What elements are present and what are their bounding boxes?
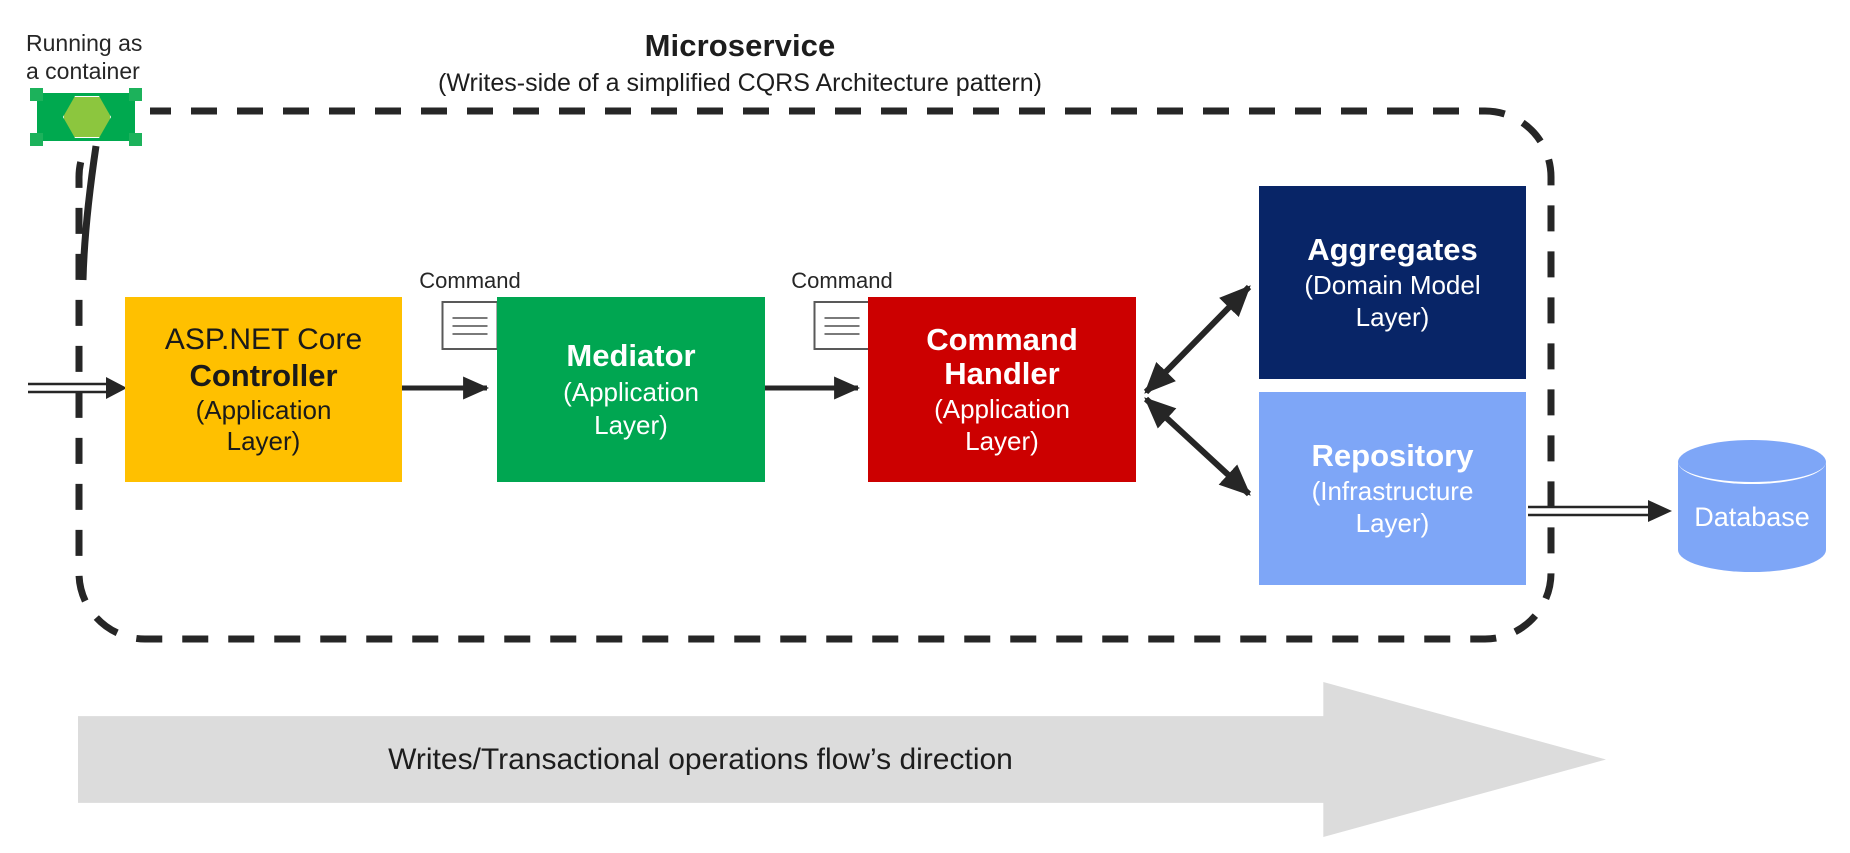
- command-label-1: Command: [419, 268, 521, 293]
- repository-line-1: Repository: [1311, 438, 1474, 474]
- container-icon-handle-top-right: [129, 88, 142, 101]
- aggregates-line-3: Layer): [1355, 301, 1430, 332]
- repository-line-2: (Infrastructure: [1311, 475, 1474, 506]
- command-document-icon: [441, 301, 499, 350]
- mediator-line-2: (Application: [563, 376, 699, 407]
- handler-line-2: Handler: [944, 356, 1060, 392]
- container-leader-line: [79, 145, 100, 281]
- database-cylinder-top: [1678, 440, 1826, 484]
- flow-direction-label: Writes/Transactional operations flow’s d…: [388, 742, 1013, 776]
- inbound-request-arrow: [28, 377, 127, 399]
- flow-direction-banner: Writes/Transactional operations flow’s d…: [78, 682, 1606, 837]
- node-aspnet-core-controller[interactable]: ASP.NET Core Controller (Application Lay…: [125, 297, 402, 482]
- edge-repository-to-database: [1528, 500, 1672, 522]
- handler-line-1: Command: [926, 321, 1078, 357]
- repository-line-3: Layer): [1355, 507, 1430, 538]
- command-label-2: Command: [791, 268, 893, 293]
- container-icon: [30, 88, 142, 146]
- aggregates-line-2: (Domain Model: [1304, 269, 1481, 300]
- node-database[interactable]: Database: [1678, 440, 1826, 583]
- controller-line-1: ASP.NET Core: [164, 323, 363, 357]
- container-caption-line1: Running as: [26, 30, 143, 56]
- edge-handler-aggregates: [1143, 284, 1252, 395]
- mediator-line-3: Layer): [594, 409, 668, 440]
- container-caption: Running as a container: [26, 29, 186, 85]
- database-label: Database: [1694, 502, 1810, 532]
- container-icon-handle-top-left: [30, 88, 43, 101]
- controller-line-3: (Application: [195, 394, 332, 425]
- container-icon-hexagon: [63, 96, 111, 138]
- page-title: Microservice: [644, 28, 836, 63]
- node-mediator[interactable]: Mediator (Application Layer): [497, 297, 765, 482]
- controller-line-2: Controller: [189, 357, 338, 393]
- handler-line-4: Layer): [965, 426, 1039, 457]
- mediator-line-1: Mediator: [566, 338, 696, 374]
- controller-line-4: Layer): [226, 425, 301, 456]
- container-icon-handle-bottom-left: [30, 133, 43, 146]
- command-document-icon: [813, 301, 871, 350]
- container-icon-handle-bottom-right: [129, 133, 142, 146]
- edge-handler-repository: [1143, 396, 1252, 497]
- node-aggregates[interactable]: Aggregates (Domain Model Layer): [1259, 186, 1526, 379]
- node-command-handler[interactable]: Command Handler (Application Layer): [868, 297, 1136, 482]
- page-subtitle: (Writes-side of a simplified CQRS Archit…: [438, 69, 1042, 97]
- aggregates-line-1: Aggregates: [1307, 232, 1478, 268]
- microservice-title-block: Microservice (Writes-side of a simplifie…: [430, 28, 1050, 98]
- node-repository[interactable]: Repository (Infrastructure Layer): [1259, 392, 1526, 585]
- microservice-boundary: [75, 107, 1555, 643]
- handler-line-3: (Application: [934, 394, 1070, 425]
- container-caption-line2: a container: [26, 58, 140, 85]
